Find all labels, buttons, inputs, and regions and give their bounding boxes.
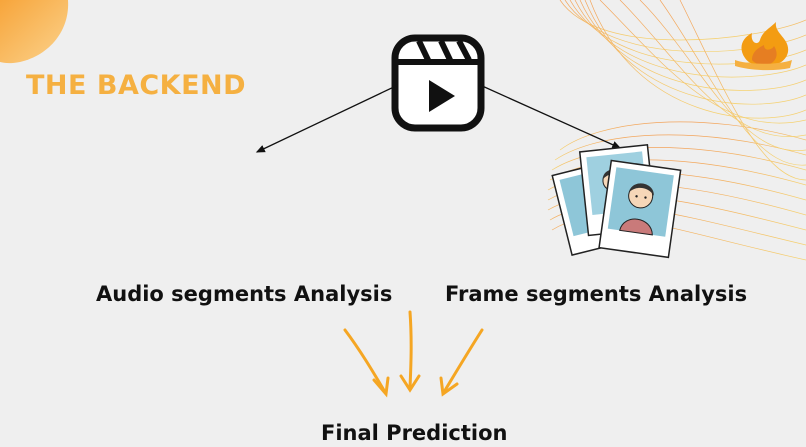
logo-flame-icon (735, 22, 792, 71)
arrow-video-to-frames (479, 84, 622, 149)
orange-blob-top-left (0, 0, 69, 64)
photo-frames-icon (551, 144, 682, 259)
frame-segments-label: Frame segments Analysis (445, 282, 748, 306)
final-prediction-label: Final Prediction (321, 421, 508, 445)
arrow-video-to-audio (255, 84, 399, 153)
video-reel-icon (391, 34, 485, 132)
arrows-to-final (343, 310, 484, 398)
audio-waveform-icon (151, 184, 356, 240)
audio-segments-label: Audio segments Analysis (96, 282, 393, 306)
page-title: THE BACKEND (26, 70, 247, 101)
